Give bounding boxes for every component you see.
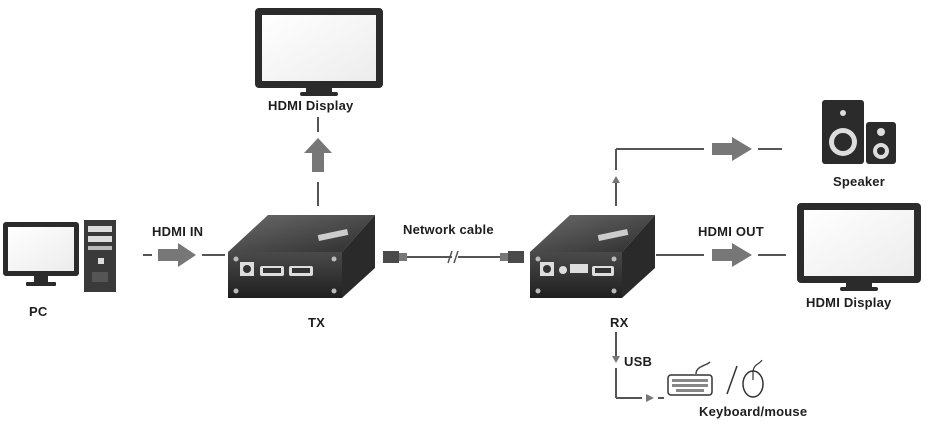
hdmi-out-arrow — [656, 243, 786, 267]
network-cable-rj45-cable-icon — [383, 250, 524, 264]
hdmi-out-label: HDMI OUT — [698, 224, 764, 239]
right-display-label: HDMI Display — [806, 295, 892, 310]
right-display-monitor-icon — [797, 203, 921, 291]
top-display-monitor-icon — [255, 8, 383, 96]
pc-desktop-computer-icon — [3, 220, 116, 292]
tx-label: TX — [308, 315, 326, 330]
rx-to-speaker-arrow — [612, 137, 782, 206]
tx-extender-box-icon — [228, 215, 375, 298]
keyboard-icon — [667, 361, 713, 396]
top-display-label: HDMI Display — [268, 98, 354, 113]
separator-slash — [726, 365, 738, 395]
rx-extender-box-icon — [530, 215, 655, 298]
speaker-icon — [822, 100, 896, 164]
speaker-label: Speaker — [833, 174, 885, 189]
keyboard-mouse-label: Keyboard/mouse — [699, 404, 808, 419]
usb-label: USB — [624, 354, 653, 369]
network-cable-label: Network cable — [403, 222, 494, 237]
rx-label: RX — [610, 315, 629, 330]
tx-to-display-arrow — [304, 117, 332, 206]
hdmi-in-label: HDMI IN — [152, 224, 204, 239]
usb-connection-arrow — [612, 332, 664, 402]
mouse-icon — [742, 359, 764, 398]
pc-label: PC — [29, 304, 48, 319]
hdmi-in-arrow — [143, 243, 225, 267]
